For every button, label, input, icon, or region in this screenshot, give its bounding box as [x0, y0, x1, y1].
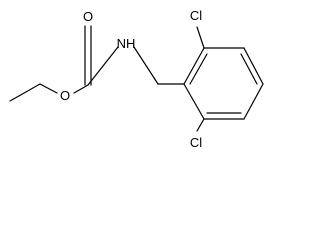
atom-chlorine-bottom: Cl	[190, 135, 202, 150]
ring-bond-3-inner	[240, 53, 258, 85]
bond-n-ch2	[133, 46, 159, 85]
bond-carbonyl-c-n	[87, 46, 119, 86]
ring-bond-3	[243, 47, 264, 85]
bond-ring-cl-bottom	[196, 118, 205, 132]
bond-ring-cl-top	[196, 26, 205, 49]
ring-bond-1-inner	[189, 53, 208, 85]
bond-ethyl-ch3-ch2	[9, 83, 41, 102]
ring-bond-4	[243, 83, 264, 120]
bond-ethyl-ch2-o	[39, 83, 58, 94]
bond-o-carbonyl-c	[73, 84, 89, 94]
molecule-structure: O O NH Cl Cl	[9, 8, 264, 150]
atom-chlorine-top: Cl	[190, 8, 202, 23]
atom-carbonyl-oxygen: O	[83, 9, 93, 24]
ring-bond-1	[183, 47, 205, 85]
atom-amine: NH	[117, 36, 136, 51]
ring-bond-6	[183, 83, 205, 120]
atom-ester-oxygen: O	[60, 88, 70, 103]
